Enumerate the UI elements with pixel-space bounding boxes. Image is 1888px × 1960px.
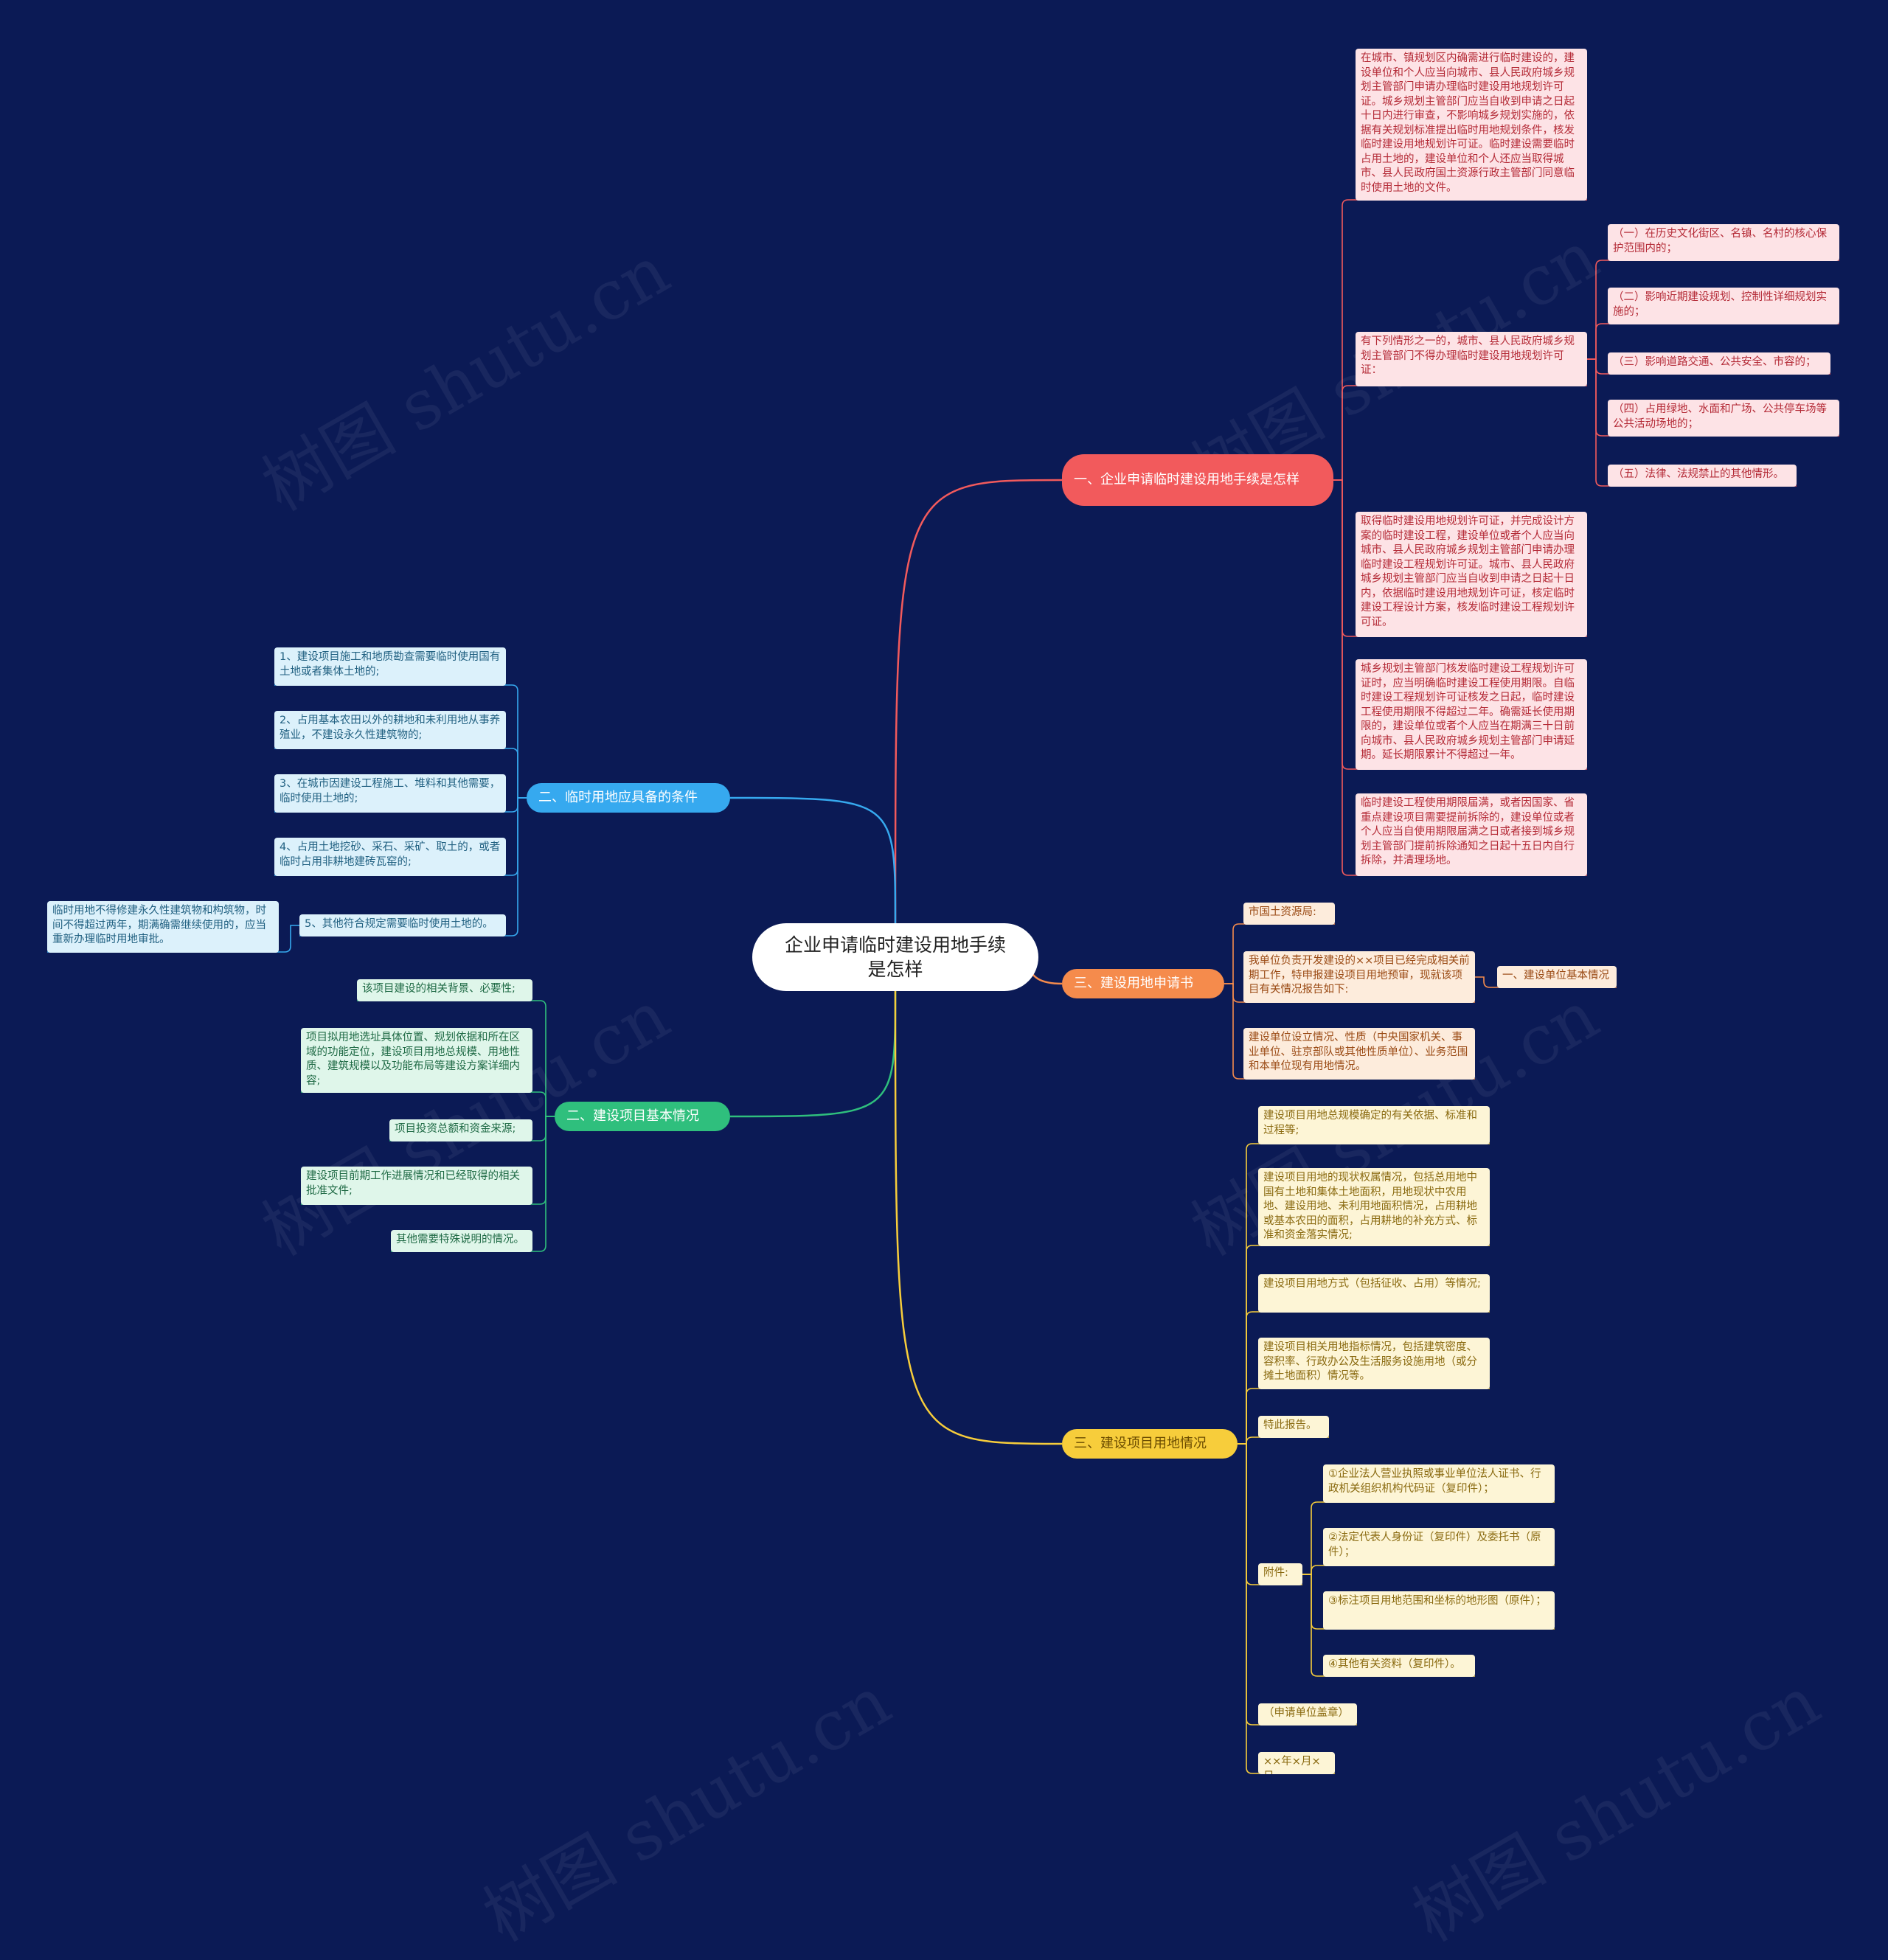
- child-connector: [1238, 1143, 1490, 1445]
- topic-usage-period[interactable]: 城乡规划主管部门核发临时建设工程规划许可证时，应当明确临时建设工程使用期限。自临…: [1356, 659, 1587, 770]
- child-connector: [1238, 1388, 1490, 1445]
- topic-condition-4[interactable]: 4、占用土地挖砂、采石、采矿、取土的，或者临时占用非耕地建砖瓦窑的;: [274, 838, 506, 876]
- topic-attachment-3[interactable]: ③标注项目用地范围和坐标的地形图（原件）；: [1323, 1591, 1555, 1630]
- child-connector: [1475, 976, 1617, 988]
- topic-project-other[interactable]: 其他需要特殊说明的情况。: [391, 1230, 532, 1252]
- branch-connector: [729, 796, 897, 924]
- topic-construction-permit[interactable]: 取得临时建设用地规划许可证，并完成设计方案的临时建设工程，建设单位或者个人应当向…: [1356, 512, 1587, 637]
- child-connector: [1302, 1565, 1555, 1575]
- topic-usage-indicators[interactable]: 建设项目相关用地指标情况，包括建筑密度、容积率、行政办公及生活服务设施用地（或分…: [1258, 1338, 1490, 1389]
- topic-letter-intro[interactable]: 我单位负责开发建设的××项目已经完成相关前期工作，特申报建设项目用地预审，现就该…: [1243, 951, 1475, 1003]
- topic-attachments[interactable]: 附件:: [1258, 1563, 1302, 1585]
- topic-usage-scale[interactable]: 建设项目用地总规模确定的有关依据、标准和过程等;: [1258, 1106, 1490, 1144]
- topic-condition-2[interactable]: 2、占用基本农田以外的耕地和未利用地从事养殖业，不建设永久性建筑物的;: [274, 711, 506, 749]
- child-connector: [1587, 358, 1797, 487]
- child-connector: [391, 1116, 555, 1252]
- topic-condition-5[interactable]: 5、其他符合规定需要临时使用土地的。: [299, 914, 506, 936]
- child-connector: [1333, 199, 1587, 481]
- topic-project-site[interactable]: 项目拟用地选址具体位置、规划依据和所在区域的功能定位，建设项目用地总规模、用地性…: [301, 1028, 532, 1093]
- topic-permit-refusal-conditions[interactable]: 有下列情形之一的，城市、县人民政府城乡规划主管部门不得办理临时建设用地规划许可证…: [1356, 332, 1587, 386]
- topic-demolition[interactable]: 临时建设工程使用期限届满，或者因国家、省重点建设项目需要提前拆除的，建设单位或者…: [1356, 793, 1587, 876]
- topic-letter-unit-info[interactable]: 建设单位设立情况、性质（中央国家机关、事业单位、驻京部队或其他性质单位）、业务范…: [1243, 1028, 1475, 1080]
- child-connector: [1587, 323, 1839, 360]
- branch-topic-land-conditions[interactable]: 二、临时用地应具备的条件: [527, 783, 730, 813]
- topic-project-investment[interactable]: 项目投资总额和资金来源;: [389, 1119, 532, 1141]
- child-connector: [1333, 479, 1587, 876]
- child-connector: [299, 797, 527, 936]
- topic-condition-3[interactable]: 3、在城市因建设工程施工、堆料和其他需要，临时使用土地的;: [274, 774, 506, 813]
- child-connector: [1587, 260, 1839, 360]
- child-connector: [1224, 983, 1475, 1080]
- topic-temporary-planning-permit[interactable]: 在城市、镇规划区内确需进行临时建设的，建设单位和个人应当向城市、县人民政府城乡规…: [1356, 49, 1587, 201]
- child-connector: [47, 925, 299, 953]
- topic-refusal-item-1[interactable]: （一）在历史文化街区、名镇、名村的核心保护范围内的；: [1608, 224, 1839, 261]
- root-topic[interactable]: 企业申请临时建设用地手续是怎样: [752, 923, 1038, 991]
- child-connector: [1238, 1245, 1490, 1445]
- branch-connector: [894, 479, 1063, 924]
- topic-refusal-item-4[interactable]: （四）占用绿地、水面和广场、公共停车场等公共活动场地的；: [1608, 400, 1839, 437]
- child-connector: [1238, 1311, 1490, 1445]
- child-connector: [357, 1000, 555, 1117]
- topic-usage-ownership[interactable]: 建设项目用地的现状权属情况，包括总用地中国有土地和集体土地面积，用地现状中农用地…: [1258, 1168, 1490, 1246]
- topic-date[interactable]: ××年×月×日: [1258, 1752, 1335, 1774]
- child-connector: [1302, 1501, 1555, 1575]
- topic-project-background[interactable]: 该项目建设的相关背景、必要性;: [357, 979, 532, 1001]
- branch-topic-application-procedure[interactable]: 一、企业申请临时建设用地手续是怎样: [1062, 454, 1333, 506]
- branch-topic-project-basics[interactable]: 二、建设项目基本情况: [555, 1102, 730, 1131]
- branch-connector: [729, 990, 897, 1118]
- topic-report-closing[interactable]: 特此报告。: [1258, 1416, 1329, 1438]
- connector-lines: [47, 199, 1839, 1774]
- mindmap-canvas: 树图 shutu.cn 树图 shutu.cn 树图 shutu.cn 树图 s…: [47, 49, 1839, 1957]
- topic-attachment-4[interactable]: ④其他有关资料（复印件）。: [1323, 1655, 1475, 1677]
- topic-letter-addressee[interactable]: 市国土资源局:: [1243, 903, 1335, 925]
- branch-topic-land-usage[interactable]: 三、建设项目用地情况: [1062, 1429, 1238, 1459]
- child-connector: [274, 684, 527, 799]
- topic-refusal-item-5[interactable]: （五）法律、法规禁止的其他情形。: [1608, 465, 1797, 487]
- topic-seal[interactable]: （申请单位盖章）: [1258, 1703, 1357, 1726]
- topic-condition-5-note[interactable]: 临时用地不得修建永久性建筑物和构筑物，时间不得超过两年，期满确需继续使用的，应当…: [47, 901, 279, 953]
- topic-usage-method[interactable]: 建设项目用地方式（包括征收、占用）等情况;: [1258, 1274, 1490, 1313]
- child-connector: [1238, 1443, 1335, 1774]
- topic-refusal-item-3[interactable]: （三）影响道路交通、公共安全、市容的；: [1608, 352, 1830, 375]
- topic-letter-section-1[interactable]: 一、建设单位基本情况: [1497, 966, 1617, 988]
- topic-refusal-item-2[interactable]: （二）影响近期建设规划、控制性详细规划实施的；: [1608, 288, 1839, 324]
- topic-condition-1[interactable]: 1、建设项目施工和地质勘查需要临时使用国有土地或者集体土地的;: [274, 647, 506, 686]
- topic-project-progress[interactable]: 建设项目前期工作进展情况和已经取得的相关批准文件;: [301, 1167, 532, 1205]
- child-connector: [1224, 923, 1335, 984]
- child-connector: [301, 1091, 555, 1117]
- child-connector: [1238, 1436, 1329, 1445]
- child-connector: [1302, 1574, 1475, 1677]
- branch-topic-application-letter[interactable]: 三、建设用地申请书: [1062, 969, 1224, 998]
- topic-attachment-1[interactable]: ①企业法人营业执照或事业单位法人证书、行政机关组织机构代码证（复印件）；: [1323, 1464, 1555, 1503]
- child-connector: [274, 748, 527, 799]
- child-connector: [1333, 385, 1587, 481]
- branch-connector: [894, 990, 1063, 1445]
- topic-attachment-2[interactable]: ②法定代表人身份证（复印件）及委托书（原件）；: [1323, 1528, 1555, 1566]
